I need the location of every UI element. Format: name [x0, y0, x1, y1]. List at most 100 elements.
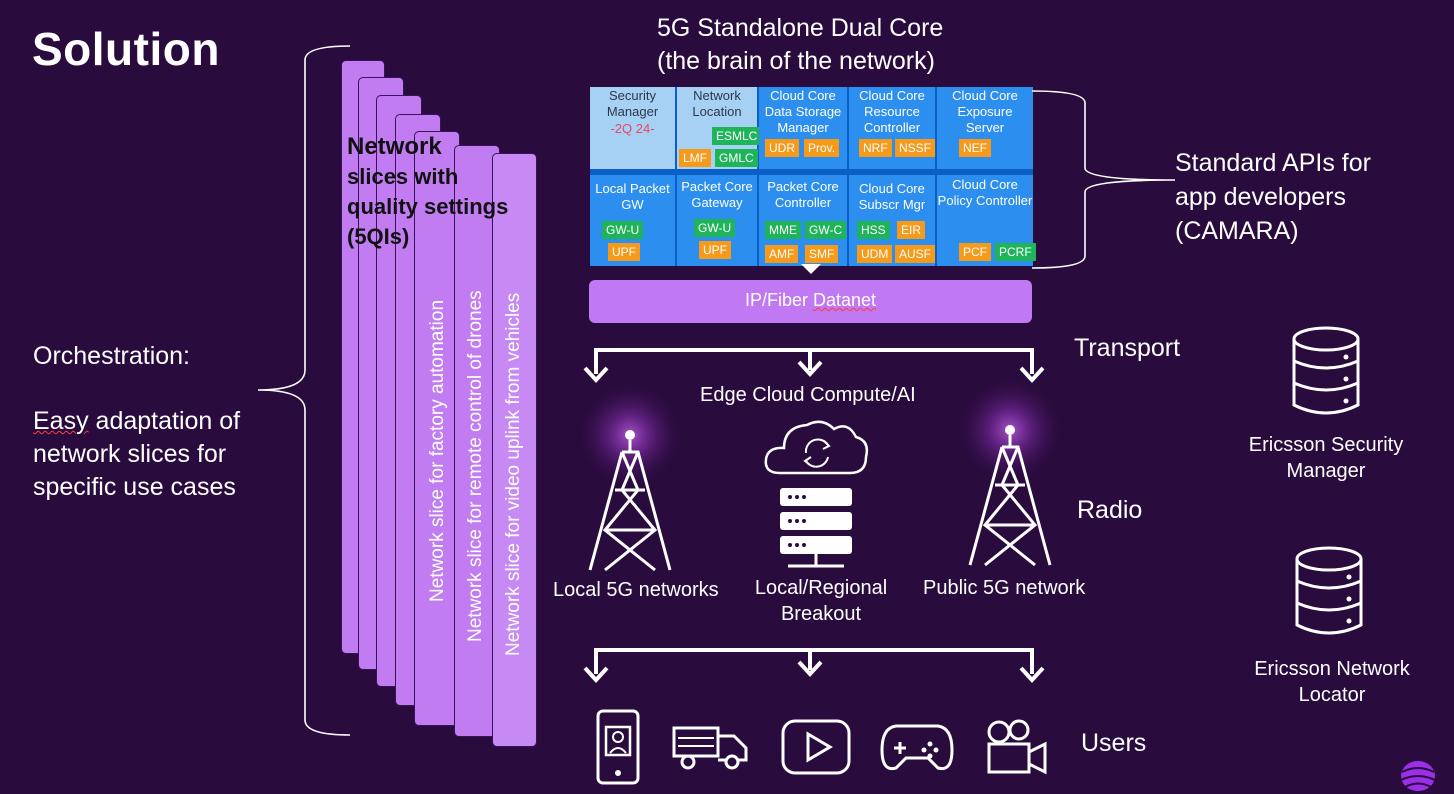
transport-label: Transport [1074, 334, 1181, 362]
tag-lmf: LMF [679, 149, 711, 167]
orchestration-heading: Orchestration: [33, 342, 191, 370]
cloud-sync-icon [764, 420, 869, 475]
cell-policy-controller-label: Cloud Core Policy Controller [937, 177, 1033, 208]
cell-network-location-label: Network Location [692, 88, 742, 119]
core-title: 5G Standalone Dual Core (the brain of th… [657, 12, 943, 78]
datanet-prefix: IP/Fiber [744, 290, 813, 310]
radio-label: Radio [1077, 496, 1143, 524]
tag-gmlc: GMLC [715, 149, 758, 167]
breakout-line2: Breakout [780, 603, 862, 625]
cell-packet-core-controller[interactable]: Packet Core Controller MME GW-C AMF SMF [759, 175, 847, 266]
core-title-line2: (the brain of the network) [657, 47, 935, 75]
radio-tower-icon [576, 381, 684, 572]
cell-subscriber-manager-label: Cloud Core Subscr Mgr [858, 181, 926, 212]
page-title: Solution [32, 23, 220, 75]
telia-logo [1400, 761, 1436, 791]
slices-heading-line1: Network [347, 133, 442, 160]
network-locator-label: Ericsson Network Locator [1249, 656, 1415, 708]
tag-udr: UDR [765, 139, 799, 157]
tag-smf: SMF [805, 245, 839, 263]
standard-apis-text: Standard APIs for app developers (CAMARA… [1175, 146, 1371, 248]
tag-gw-c: GW-C [805, 221, 847, 239]
truck-icon [672, 726, 748, 770]
database-icon [1292, 326, 1360, 415]
slices-heading: Network slices with quality settings (5Q… [347, 132, 508, 252]
tag-mme: MME [765, 221, 801, 239]
cell-packet-core-gateway[interactable]: Packet Core Gateway GW-U UPF [677, 175, 757, 266]
cell-subscriber-manager[interactable]: Cloud Core Subscr Mgr HSS EIR UDM AUSF [849, 175, 936, 266]
core-grid-panel: Security Manager -2Q 24- Network Locatio… [590, 87, 1036, 266]
database-icon [1295, 546, 1363, 635]
slice-label-factory: Network slice for factory automation [427, 299, 448, 602]
radio-tower-icon [956, 376, 1064, 567]
cell-resource-controller-label: Cloud Core Resource Controller [859, 88, 925, 135]
tag-ausf: AUSF [895, 245, 936, 263]
standard-apis-line1: Standard APIs for [1175, 149, 1371, 177]
slice-label-drones: Network slice for remote control of dron… [465, 290, 486, 642]
users-label: Users [1081, 729, 1147, 757]
grid-pointer-icon [801, 264, 821, 274]
public-5g-label: Public 5G network [923, 577, 1086, 599]
server-rack-icon [780, 488, 852, 568]
tag-udm: UDM [857, 245, 893, 263]
tag-hss: HSS [857, 221, 890, 239]
user-arrows [583, 648, 1045, 683]
tag-nef: NEF [959, 139, 991, 157]
cell-network-location[interactable]: Network Location ESMLC LMF GMLC [677, 87, 762, 169]
cell-data-storage-manager[interactable]: Cloud Core Data Storage Manager UDR Prov… [759, 87, 847, 169]
orchestration-text: Orchestration: Easy adaptation of networ… [33, 340, 293, 504]
datanet-word: Datanet [812, 290, 877, 310]
slice-label-vehicles: Network slice for video uplink from vehi… [503, 292, 524, 656]
tag-amf: AMF [765, 245, 799, 263]
network-locator-line2: Locator [1298, 684, 1366, 706]
cell-resource-controller[interactable]: Cloud Core Resource Controller NRF NSSF [849, 87, 936, 169]
standard-apis-line3: (CAMARA) [1175, 217, 1299, 245]
tag-nrf: NRF [859, 139, 892, 157]
api-brace [1031, 90, 1176, 269]
cell-exposure-server-label: Cloud Core Exposure Server [952, 88, 1018, 135]
security-manager-date: -2Q 24- [610, 121, 655, 136]
security-manager-line2: Manager [1286, 460, 1366, 482]
slices-heading-line3: quality settings [347, 194, 509, 219]
cell-local-packet-gw[interactable]: Local Packet GW GW-U UPF [590, 175, 675, 266]
slice-card-vehicles[interactable] [492, 153, 537, 747]
slices-heading-line2: slices with [347, 164, 459, 189]
cell-security-manager-label: Security Manager [606, 88, 659, 119]
local-5g-label: Local 5G networks [553, 579, 719, 601]
network-locator-line1: Ericsson Network [1254, 658, 1410, 680]
tag-gw-u-local: GW-U [602, 221, 644, 239]
slice-card-factory[interactable] [414, 131, 460, 726]
tag-pcrf: PCRF [995, 243, 1036, 261]
cell-data-storage-label: Cloud Core Data Storage Manager [764, 88, 842, 135]
tag-pcf: PCF [959, 243, 991, 261]
breakout-line1: Local/Regional [754, 577, 888, 599]
orchestration-brace [257, 45, 351, 736]
video-play-icon [781, 719, 851, 775]
gamepad-icon [880, 724, 954, 771]
tag-eir: EIR [897, 221, 926, 239]
tag-upf: UPF [699, 241, 731, 259]
video-camera-icon [987, 719, 1047, 775]
cell-packet-core-gateway-label: Packet Core Gateway [681, 179, 753, 210]
tag-prov: Prov. [804, 139, 840, 157]
edge-cloud-label: Edge Cloud Compute/AI [700, 384, 916, 406]
orchestration-description: Easy adaptation of network slices for sp… [33, 407, 241, 501]
tag-nssf: NSSF [895, 139, 936, 157]
transport-arrows [583, 348, 1045, 383]
cell-policy-controller[interactable]: Cloud Core Policy Controller PCF PCRF [937, 175, 1036, 266]
tag-esmlc: ESMLC [712, 127, 762, 145]
cell-security-manager[interactable]: Security Manager -2Q 24- [590, 87, 675, 169]
cell-exposure-server[interactable]: Cloud Core Exposure Server NEF [937, 87, 1033, 169]
standard-apis-line2: app developers [1175, 183, 1346, 211]
security-manager-line1: Ericsson Security [1248, 434, 1404, 456]
core-title-line1: 5G Standalone Dual Core [657, 14, 944, 42]
cell-local-packet-gw-label: Local Packet GW [595, 181, 670, 212]
ip-fiber-datanet[interactable]: IP/Fiber Datanet [589, 280, 1032, 323]
phone-user-icon [596, 709, 640, 785]
security-manager-label: Ericsson Security Manager [1246, 432, 1406, 484]
breakout-label: Local/Regional Breakout [748, 575, 894, 627]
cell-packet-core-controller-label: Packet Core Controller [767, 179, 839, 210]
tag-gw-u: GW-U [694, 219, 736, 237]
tag-upf-local: UPF [608, 243, 640, 261]
slices-heading-line4: (5QIs) [347, 224, 410, 249]
